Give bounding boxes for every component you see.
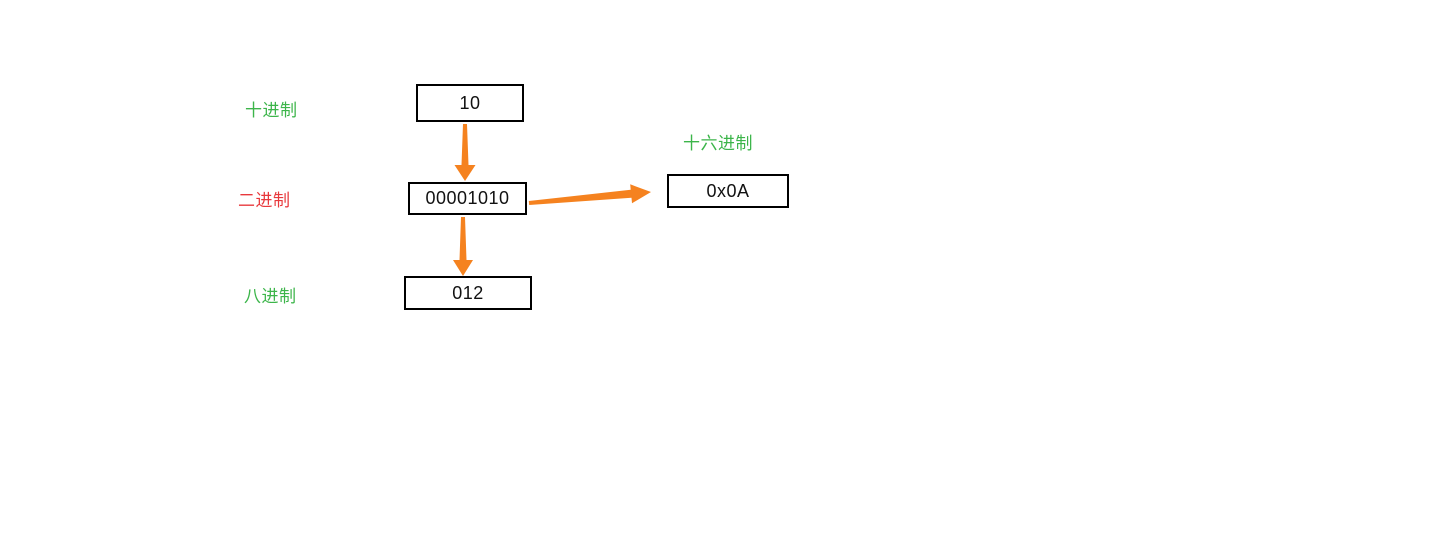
octal-value: 012 (452, 282, 484, 303)
hex-value: 0x0A (706, 180, 750, 201)
label-binary: 二进制 (238, 191, 291, 210)
label-hex: 十六进制 (683, 134, 753, 153)
node-octal: 012 (404, 276, 532, 310)
label-octal: 八进制 (244, 287, 297, 306)
arrow-binary-to-hex-icon (528, 184, 651, 205)
binary-value: 00001010 (425, 188, 510, 208)
node-decimal: 10 (416, 84, 524, 122)
label-decimal: 十进制 (245, 101, 298, 120)
arrow-decimal-to-binary-icon (454, 124, 476, 181)
decimal-value: 10 (459, 92, 481, 113)
node-binary: 00001010 (408, 182, 527, 215)
arrow-binary-to-octal-icon (453, 217, 473, 276)
node-hex: 0x0A (667, 174, 789, 208)
